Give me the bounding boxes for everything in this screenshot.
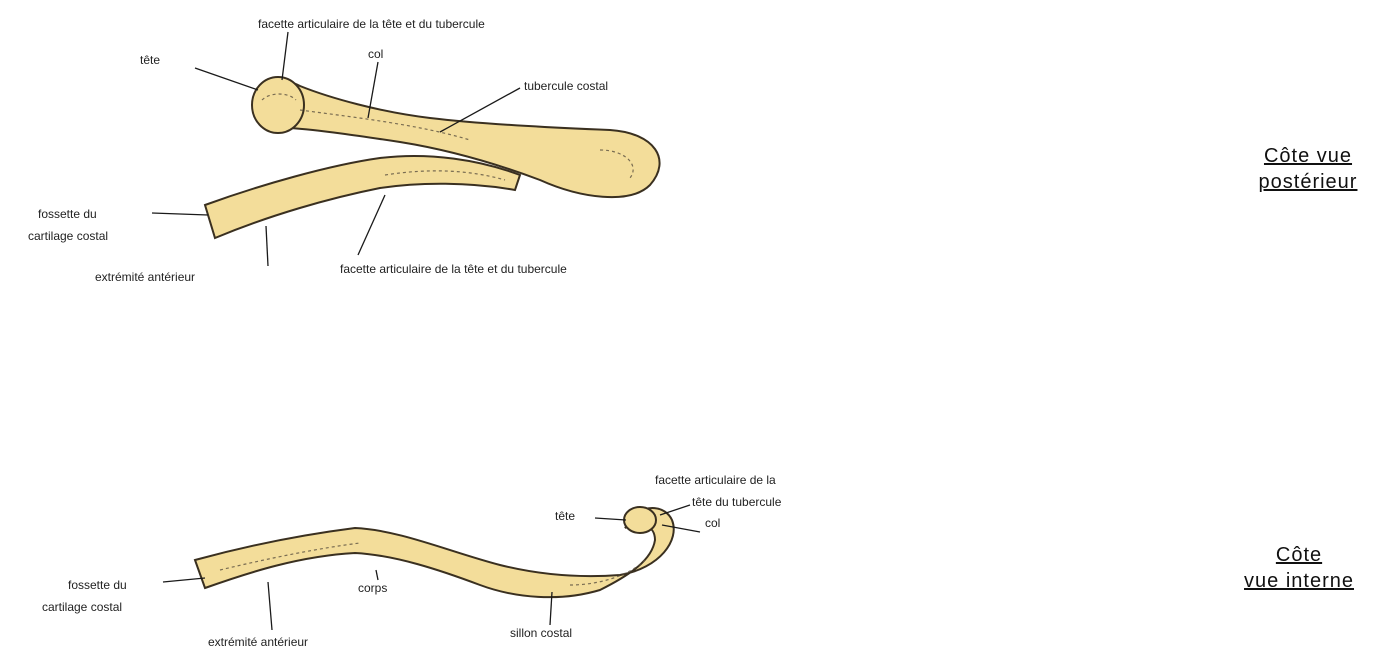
- label-fossette-top-2: cartilage costal: [28, 229, 108, 243]
- label-sillon-internal: sillon costal: [510, 626, 572, 640]
- caption-posterior-line2: postérieur: [1228, 169, 1388, 195]
- label-col-internal: col: [705, 516, 720, 530]
- rib-head: [252, 77, 304, 133]
- caption-internal: Côte vue interne: [1214, 542, 1384, 594]
- rib-body-internal: [195, 508, 674, 597]
- label-facette-internal-1: facette articulaire de la: [655, 473, 776, 487]
- label-fossette-internal-2: cartilage costal: [42, 600, 122, 614]
- label-tete-internal: tête: [555, 509, 575, 523]
- rib-posterior-view: [152, 32, 660, 266]
- label-facette-internal-2: tête du tubercule: [692, 495, 782, 509]
- label-extremite-top: extrémité antérieur: [95, 270, 195, 284]
- label-facette-top: facette articulaire de la tête et du tub…: [258, 17, 485, 31]
- label-fossette-top-1: fossette du: [38, 207, 97, 221]
- label-fossette-internal-1: fossette du: [68, 578, 127, 592]
- caption-posterior: Côte vue postérieur: [1228, 143, 1388, 195]
- label-extremite-internal: extrémité antérieur: [208, 635, 308, 649]
- label-tubercule-top: tubercule costal: [524, 79, 608, 93]
- label-facette-bottom: facette articulaire de la tête et du tub…: [340, 262, 567, 276]
- caption-internal-line1: Côte: [1214, 542, 1384, 568]
- label-tete-top: tête: [140, 53, 160, 67]
- caption-internal-line2: vue interne: [1214, 568, 1384, 594]
- label-corps-internal: corps: [358, 581, 387, 595]
- rib-internal-view: [163, 505, 700, 630]
- rib-head-internal: [624, 507, 656, 533]
- caption-posterior-line1: Côte vue: [1228, 143, 1388, 169]
- rib-body-lower: [205, 156, 520, 238]
- label-col-top: col: [368, 47, 383, 61]
